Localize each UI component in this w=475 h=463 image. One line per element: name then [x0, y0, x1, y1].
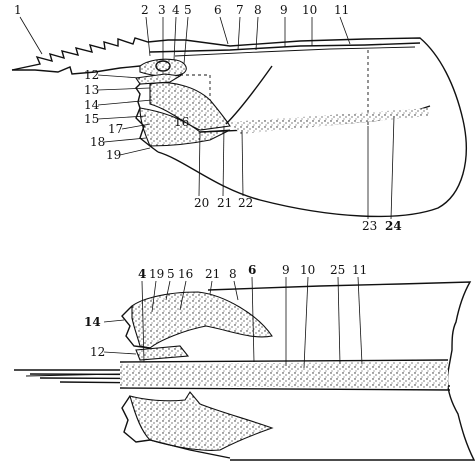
top-spine-lower-edge [12, 65, 141, 75]
bottom-label-16: 16 [178, 267, 193, 281]
top-stipple-strip [230, 108, 430, 134]
bottom-rod-5 [25, 373, 121, 377]
top-dash-5 [180, 74, 211, 100]
top-label-21: 21 [217, 196, 232, 210]
top-lobe-12 [135, 73, 182, 85]
bottom-label-5: 5 [167, 267, 175, 281]
top-label-19: 19 [106, 148, 121, 162]
bottom-label-8: 8 [229, 267, 237, 281]
top-dorsal-ridge [149, 42, 421, 53]
bottom-upper-notch [121, 305, 151, 349]
top-label-17: 17 [108, 122, 123, 136]
top-label-24: 24 [385, 219, 402, 233]
top-label-7: 7 [236, 3, 244, 17]
bottom-lower-notch [121, 395, 151, 443]
bottom-figure: 4 19 5 16 21 8 6 9 10 25 11 14 12 [14, 263, 475, 461]
top-ridge-8 [225, 65, 273, 125]
top-label-12: 12 [84, 68, 99, 82]
top-dorsal-outline [157, 37, 467, 218]
bottom-lower-lobe [129, 391, 274, 451]
bottom-rod-stipple [120, 362, 448, 388]
top-dorsal-ridge-inner [174, 46, 416, 57]
top-label-5: 5 [184, 3, 192, 17]
top-label-3: 3 [158, 3, 166, 17]
bottom-label-11: 11 [352, 263, 367, 277]
top-lower-band [139, 107, 231, 147]
bottom-lobe-12 [135, 345, 190, 361]
bottom-label-12: 12 [90, 345, 105, 359]
top-label-4: 4 [172, 3, 180, 17]
top-serrated-spine [11, 37, 185, 71]
bottom-lower-fin [149, 439, 231, 459]
top-label-1: 1 [14, 3, 22, 17]
bottom-label-9: 9 [282, 263, 290, 277]
bottom-rod-bottom [119, 387, 451, 391]
bottom-label-10: 10 [300, 263, 315, 277]
top-label-23: 23 [362, 219, 377, 233]
top-eye [155, 60, 171, 72]
top-figure: 1 2 3 4 5 6 7 8 9 10 11 12 13 14 15 17 1… [11, 3, 467, 233]
bottom-label-14: 14 [84, 315, 101, 329]
bottom-label-25: 25 [330, 263, 345, 277]
bottom-outline [207, 281, 475, 461]
bottom-label-6: 6 [248, 263, 256, 277]
top-label-8: 8 [254, 3, 262, 17]
top-label-9: 9 [280, 3, 288, 17]
top-label-22: 22 [238, 196, 253, 210]
bottom-leader-lines [103, 276, 363, 369]
bottom-label-21: 21 [205, 267, 220, 281]
top-label-18: 18 [90, 135, 105, 149]
top-label-2: 2 [141, 3, 149, 17]
top-label-15: 15 [84, 112, 99, 126]
top-left-notch [135, 83, 159, 153]
top-lateral-band [149, 82, 231, 131]
top-label-10: 10 [302, 3, 317, 17]
top-leader-lines [19, 16, 395, 220]
top-label-14: 14 [84, 98, 100, 112]
top-label-11: 11 [334, 3, 349, 17]
top-label-16: 16 [174, 115, 189, 129]
top-label-13: 13 [84, 83, 99, 97]
top-label-6: 6 [214, 3, 222, 17]
bottom-upper-lobe [131, 291, 273, 349]
bottom-label-19: 19 [149, 267, 164, 281]
bottom-rod-top [119, 359, 449, 363]
top-label-20: 20 [194, 196, 209, 210]
top-anterior-lobe [139, 58, 187, 77]
bottom-label-4: 4 [138, 267, 146, 281]
